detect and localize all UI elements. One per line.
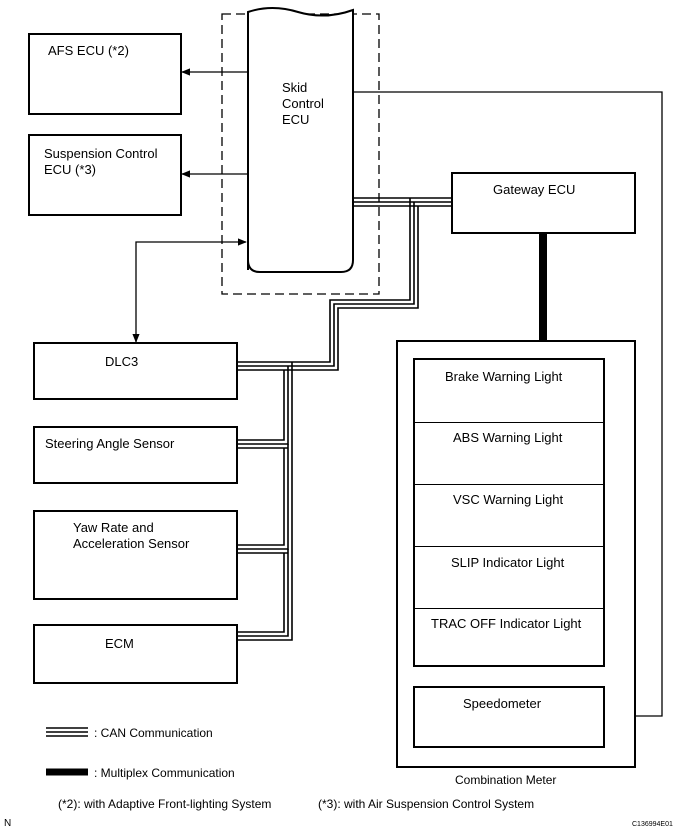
suspension-ecu-box: Suspension Control ECU (*3): [28, 134, 182, 216]
light-row-brake: Brake Warning Light: [415, 360, 603, 423]
ecm-box: ECM: [33, 624, 238, 684]
corner-letter: N: [4, 818, 12, 829]
slip-indicator-light-label: SLIP Indicator Light: [451, 555, 565, 570]
brake-warning-light-label: Brake Warning Light: [445, 369, 563, 384]
dlc3-box: DLC3: [33, 342, 238, 400]
dlc3-label: DLC3: [105, 354, 139, 369]
ecm-label: ECM: [105, 636, 134, 651]
yaw-rate-sensor-label: Yaw Rate and Acceleration Sensor: [73, 520, 190, 551]
legend-multiplex-label: : Multiplex Communication: [94, 766, 235, 780]
combination-meter-label: Combination Meter: [455, 773, 557, 787]
footnote-suspension: (*3): with Air Suspension Control System: [318, 797, 535, 811]
trac-off-indicator-light-label: TRAC OFF Indicator Light: [431, 616, 582, 631]
afs-ecu-box: AFS ECU (*2): [28, 33, 182, 115]
light-row-trac-off: TRAC OFF Indicator Light: [415, 608, 603, 665]
afs-ecu-label: AFS ECU (*2): [48, 43, 129, 58]
legend-can-swatch: [46, 727, 88, 737]
yaw-rate-sensor-box: Yaw Rate and Acceleration Sensor: [33, 510, 238, 600]
legend-can-label: : CAN Communication: [94, 726, 213, 740]
gateway-ecu-label: Gateway ECU: [493, 182, 576, 197]
light-row-slip: SLIP Indicator Light: [415, 546, 603, 609]
steering-angle-sensor-label: Steering Angle Sensor: [45, 436, 175, 451]
light-row-vsc: VSC Warning Light: [415, 484, 603, 547]
footnote-afs: (*2): with Adaptive Front-lighting Syste…: [58, 797, 272, 811]
vsc-warning-light-label: VSC Warning Light: [453, 492, 564, 507]
speedometer-box: Speedometer: [413, 686, 605, 748]
can-bus: [238, 197, 451, 641]
speedometer-label: Speedometer: [463, 696, 542, 711]
skid-ecu-label: Skid Control ECU: [282, 80, 324, 127]
suspension-ecu-label: Suspension Control ECU (*3): [44, 146, 158, 177]
warning-lights-panel: Brake Warning Light ABS Warning Light VS…: [413, 358, 605, 667]
skid-ecu-box: [247, 7, 354, 273]
steering-angle-sensor-box: Steering Angle Sensor: [33, 426, 238, 484]
light-row-abs: ABS Warning Light: [415, 422, 603, 485]
gateway-ecu-box: Gateway ECU: [451, 172, 636, 234]
abs-warning-light-label: ABS Warning Light: [453, 430, 563, 445]
dlc3-diagnostic-line: [132, 238, 247, 343]
figure-code: C136994E01: [632, 821, 673, 828]
